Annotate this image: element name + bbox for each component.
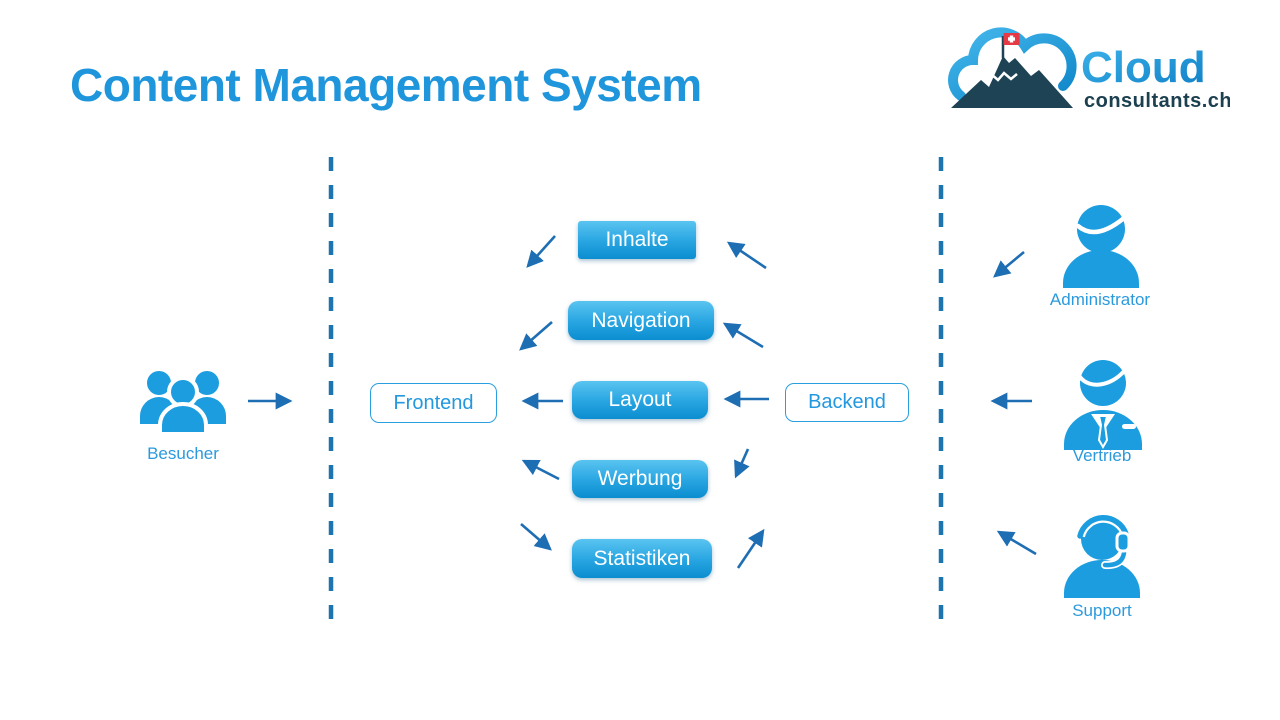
module-button-werbung: Werbung [572, 460, 708, 498]
arrow-navigation-to-frontend [519, 321, 553, 351]
arrow-backend-to-inhalte [726, 241, 767, 270]
module-button-layout: Layout [572, 381, 708, 419]
arrow-support-to-backend [996, 530, 1037, 556]
logo-domain-text: consultants.ch [1084, 90, 1230, 112]
arrow-administrator-to-backend [993, 250, 1025, 278]
support-headset-icon [1064, 512, 1140, 598]
module-button-statistiken: Statistiken [572, 539, 712, 578]
besucher-figure [138, 370, 228, 436]
arrow-backend-to-navigation [722, 322, 764, 349]
administrator-figure [1057, 202, 1145, 288]
administrator-label: Administrator [1049, 290, 1151, 309]
support-figure [1058, 508, 1146, 598]
frontend-box: Frontend [370, 383, 497, 423]
arrow-frontend-to-statistiken [520, 523, 552, 551]
logo-brand-text: Cloud [1081, 43, 1206, 92]
frontend-box-label: Frontend [393, 391, 474, 414]
admin-person-icon [1063, 205, 1139, 288]
besucher-label: Besucher [147, 444, 219, 463]
backend-box: Backend [785, 383, 909, 422]
people-group-icon [140, 371, 226, 436]
module-button-inhalte: Inhalte [578, 221, 696, 259]
arrow-backend-to-werbung [734, 448, 750, 479]
vertrieb-label: Vertrieb [1072, 446, 1132, 465]
salesperson-tie-icon [1064, 360, 1142, 450]
arrow-werbung-to-frontend [521, 459, 560, 481]
arrow-inhalte-to-frontend [526, 235, 556, 268]
page-title: Content Management System [70, 59, 702, 111]
module-button-navigation: Navigation [568, 301, 714, 340]
support-label: Support [1072, 601, 1132, 620]
logo: Cloud consultants.ch [945, 20, 1232, 118]
cloud-mountain-swiss-flag-icon: Cloud consultants.ch [948, 27, 1232, 112]
vertrieb-figure [1060, 358, 1146, 450]
backend-box-label: Backend [808, 391, 886, 413]
arrow-statistiken-to-backend [736, 528, 765, 569]
